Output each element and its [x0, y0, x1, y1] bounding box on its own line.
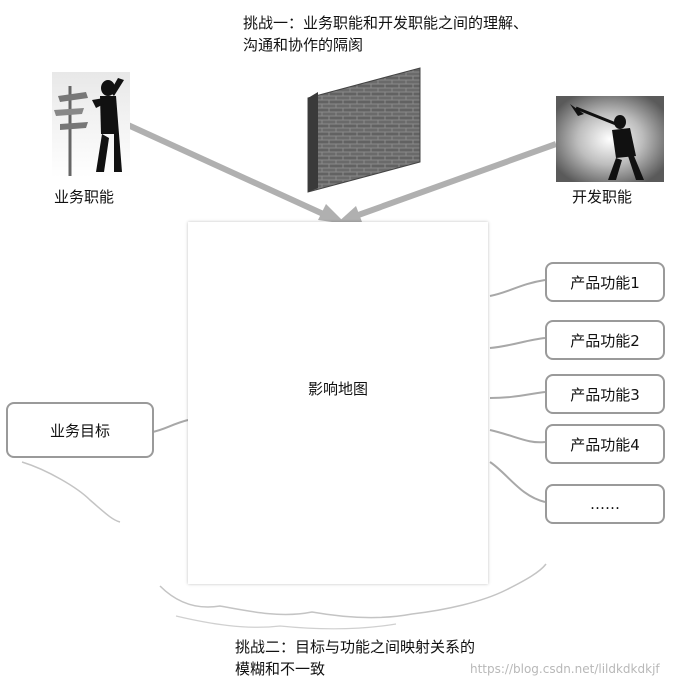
- product-feature-box-3: 产品功能3: [545, 374, 665, 414]
- right-arrow: [336, 141, 558, 224]
- cloud-outline-lower: [175, 615, 397, 630]
- product-feature-label: 产品功能1: [570, 273, 640, 292]
- impact-map-label: 影响地图: [307, 379, 368, 398]
- product-feature-label: 产品功能4: [570, 435, 640, 454]
- watermark: https://blog.csdn.net/lildkdkdkjf: [470, 662, 660, 676]
- business-goal-box: 业务目标: [6, 402, 154, 458]
- challenge-two: 挑战二：目标与功能之间映射关系的 模糊和不一致: [235, 636, 475, 680]
- feature-connector-5: [489, 461, 546, 503]
- feature-connector-2: [489, 337, 546, 349]
- business-function-label: 业务职能: [54, 188, 115, 206]
- challenge-two-line1: 挑战二：目标与功能之间映射关系的: [235, 638, 476, 656]
- product-feature-label: 产品功能2: [570, 331, 640, 350]
- business-goal-label: 业务目标: [49, 421, 110, 440]
- goal-connector: [151, 419, 189, 433]
- product-feature-label: ……: [590, 495, 620, 513]
- cloud-outline: [21, 461, 121, 523]
- product-feature-box-4: 产品功能4: [545, 424, 665, 464]
- product-feature-box-more: ……: [545, 484, 665, 524]
- brick-wall-icon: [307, 67, 421, 193]
- challenge-one: 挑战一：业务职能和开发职能之间的理解、 沟通和协作的隔阂: [243, 12, 528, 56]
- thinking-person-signpost-icon: [52, 72, 130, 178]
- product-feature-box-2: 产品功能2: [545, 320, 665, 360]
- cloud-outline-bottom: [159, 563, 547, 619]
- challenge-one-line1: 挑战一：业务职能和开发职能之间的理解、: [243, 14, 529, 32]
- feature-connector-3: [489, 391, 546, 399]
- challenge-two-line2: 模糊和不一致: [235, 660, 326, 678]
- feature-connector-4: [489, 429, 546, 444]
- left-arrow: [126, 122, 346, 224]
- worker-with-pickaxe-icon: [556, 96, 664, 182]
- dev-function-label: 开发职能: [572, 188, 633, 206]
- impact-map-panel: 影响地图: [188, 222, 488, 584]
- product-feature-box-1: 产品功能1: [545, 262, 665, 302]
- challenge-one-line2: 沟通和协作的隔阂: [243, 36, 364, 54]
- feature-connector-1: [489, 279, 546, 297]
- product-feature-label: 产品功能3: [570, 385, 640, 404]
